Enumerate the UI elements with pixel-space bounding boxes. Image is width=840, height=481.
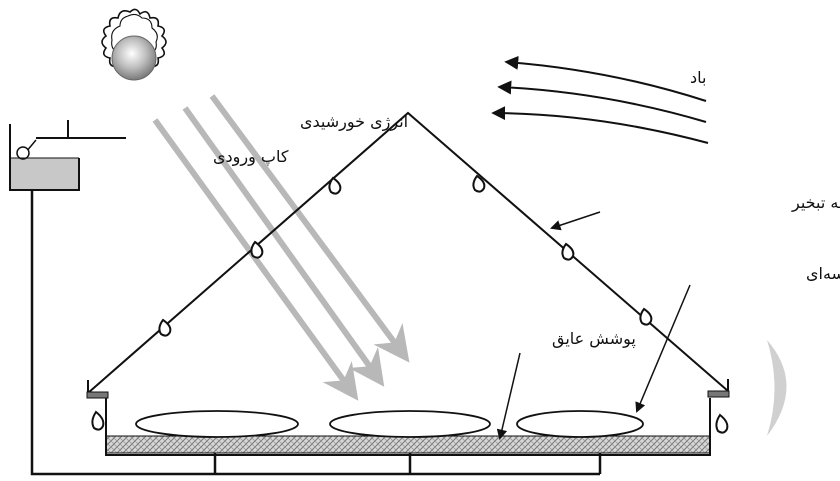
solar-energy-label: انرژی خورشیدی — [300, 112, 408, 132]
bag-membranes-label: غشاهای کیسه‌ای — [806, 264, 840, 283]
wind-arrow — [504, 55, 707, 102]
insulation-layer — [105, 435, 711, 454]
solar-rays — [152, 94, 410, 401]
inlet-cap-label: کاپ ورودی — [213, 147, 289, 167]
droplet — [472, 174, 486, 193]
membrane-bag — [135, 410, 299, 438]
droplet — [715, 413, 729, 434]
droplet — [158, 318, 172, 337]
wind-label: باد — [690, 68, 706, 87]
decorative-crescent — [767, 340, 787, 436]
inlet-cap-tank — [9, 120, 126, 191]
evaporation-cover — [86, 111, 730, 399]
membrane-bag — [329, 410, 491, 438]
solar-ray — [209, 94, 410, 363]
droplet — [91, 410, 105, 431]
wind-arrow — [497, 80, 707, 123]
solar-ray — [182, 106, 385, 387]
droplet — [250, 240, 264, 259]
droplet — [328, 176, 342, 195]
droplet — [561, 242, 575, 261]
droplet-icon — [91, 174, 729, 434]
insulation-cover-label: پوشش عایق — [552, 329, 636, 349]
sun-icon — [101, 8, 167, 81]
wind-arrow-icon — [491, 55, 709, 144]
wind-arrow — [491, 106, 709, 144]
float-valve — [16, 146, 30, 160]
leader-lines — [496, 211, 691, 441]
membrane-bag — [516, 410, 644, 438]
evaporation-cover-label: پوشش منطقه تبخیر — [791, 193, 840, 213]
droplet — [639, 307, 653, 326]
